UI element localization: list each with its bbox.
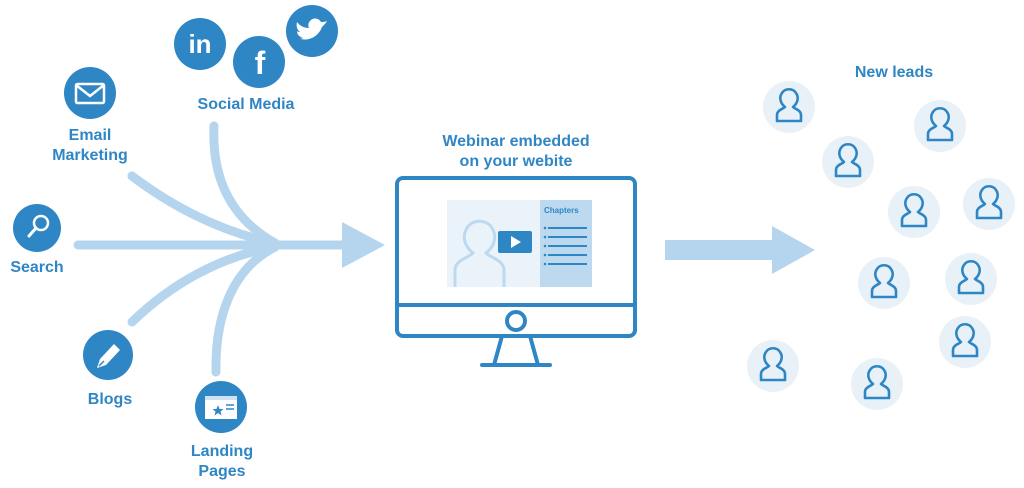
monitor-power-button — [505, 310, 527, 332]
new-leads-title: New leads — [854, 64, 934, 81]
svg-text:f: f — [255, 45, 266, 81]
flow-arrow-head — [342, 222, 385, 268]
label-email-marketing: Email Marketing — [52, 127, 128, 164]
webinar-title: Webinar embedded on your webite — [442, 133, 590, 170]
label-social-media: Social Media — [197, 96, 295, 113]
envelope-icon — [64, 67, 116, 119]
person-icon — [747, 340, 799, 392]
play-icon — [498, 231, 532, 253]
monitor-stand — [491, 335, 541, 367]
flow-lines — [73, 121, 350, 377]
flow-social — [209, 121, 280, 248]
webpage-icon — [195, 381, 247, 433]
facebook-icon: f — [233, 36, 285, 88]
person-icon — [963, 178, 1015, 230]
person-icon — [945, 253, 997, 305]
svg-text:in: in — [188, 29, 211, 59]
person-icon — [858, 257, 910, 309]
output-arrow — [665, 226, 815, 274]
flow-email — [127, 171, 280, 248]
monitor-illustration: Chapters — [395, 176, 637, 367]
chapter-list — [548, 227, 587, 265]
label-landing-pages: Landing Pages — [190, 443, 254, 480]
magnifier-icon — [13, 204, 61, 252]
chapters-label: Chapters — [544, 206, 579, 215]
person-icon — [939, 316, 991, 368]
flow-blogs — [127, 242, 280, 327]
label-search: Search — [10, 259, 64, 276]
person-icon — [822, 136, 874, 188]
chapters-panel — [540, 200, 592, 287]
flow-landing — [211, 242, 280, 377]
twitter-icon — [286, 5, 338, 57]
leads-cluster — [747, 81, 1015, 410]
linkedin-icon: in — [174, 18, 226, 70]
pen-icon — [83, 330, 133, 380]
person-icon — [851, 358, 903, 410]
presenter-silhouette — [453, 219, 506, 287]
person-icon — [763, 81, 815, 133]
person-icon — [888, 186, 940, 238]
label-blogs: Blogs — [87, 391, 133, 408]
person-icon — [914, 100, 966, 152]
